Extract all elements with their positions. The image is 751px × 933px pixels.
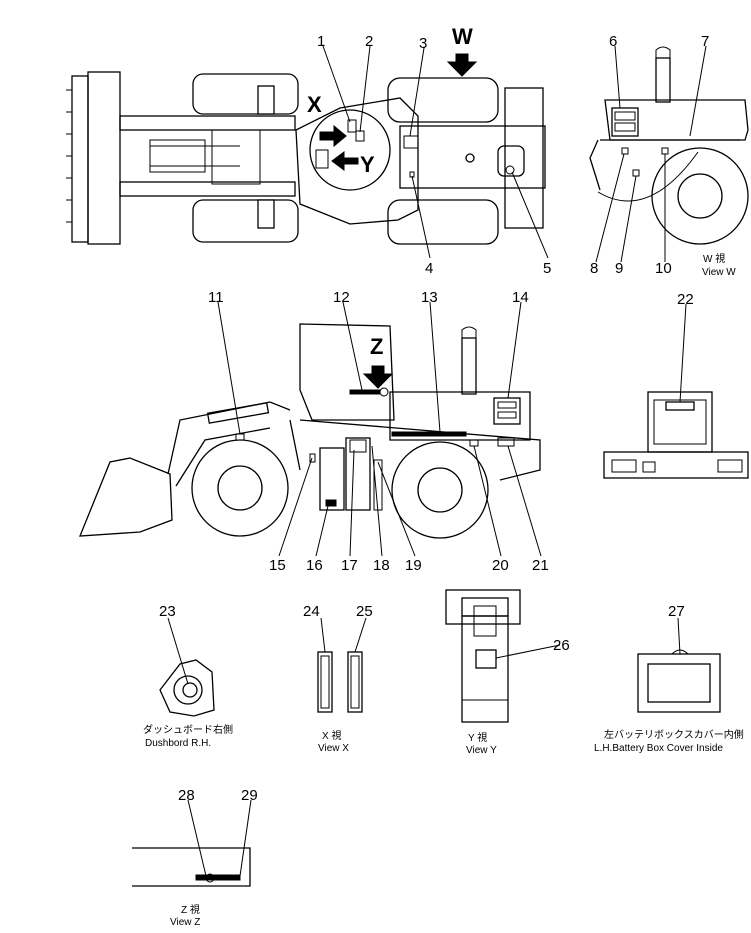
callout-13: 13 xyxy=(421,289,438,306)
caption-view-w-en: View W xyxy=(702,267,736,278)
caption-view-x-jp: X 視 xyxy=(322,729,341,742)
callout-10: 10 xyxy=(655,260,672,277)
callout-16: 16 xyxy=(306,557,323,574)
view-letter-z: Z xyxy=(370,334,383,359)
callout-1: 1 xyxy=(317,33,325,50)
dashboard-detail-drawing xyxy=(159,659,215,717)
callout-14: 14 xyxy=(512,289,529,306)
callout-6: 6 xyxy=(609,33,617,50)
caption-battery-jp: 左バッテリボックスカバー内側 xyxy=(604,728,744,741)
callout-28: 28 xyxy=(178,787,195,804)
captions: W 視 View W ダッシュボード右側 Dushbord R.H. X 視 V… xyxy=(143,252,744,928)
callout-21: 21 xyxy=(532,557,549,574)
caption-view-z-jp: Z 視 xyxy=(181,903,200,916)
view-y-drawing xyxy=(445,589,521,723)
callout-2: 2 xyxy=(365,33,373,50)
callout-25: 25 xyxy=(356,603,373,620)
callout-24: 24 xyxy=(303,603,320,620)
callout-7: 7 xyxy=(701,33,709,50)
caption-view-z-en: View Z xyxy=(170,917,200,928)
callout-8: 8 xyxy=(590,260,598,277)
callout-29: 29 xyxy=(241,787,258,804)
top-view-drawing xyxy=(66,53,546,245)
callout-3: 3 xyxy=(419,35,427,52)
callout-numbers: 1 2 3 4 5 6 7 8 9 10 11 12 13 14 22 15 1… xyxy=(159,33,709,804)
callout-5: 5 xyxy=(543,260,551,277)
side-view-drawing xyxy=(79,323,541,539)
callout-12: 12 xyxy=(333,289,350,306)
caption-view-y-en: View Y xyxy=(466,745,497,756)
callout-17: 17 xyxy=(341,557,358,574)
callout-22: 22 xyxy=(677,291,694,308)
view-z-drawing xyxy=(132,847,251,887)
view-w-drawing xyxy=(589,46,749,245)
callout-15: 15 xyxy=(269,557,286,574)
caption-view-y-jp: Y 視 xyxy=(468,731,487,744)
callout-23: 23 xyxy=(159,603,176,620)
callout-11: 11 xyxy=(208,289,224,306)
callout-26: 26 xyxy=(553,637,570,654)
callout-9: 9 xyxy=(615,260,623,277)
view-letter-y: Y xyxy=(360,152,375,177)
view-letters: W X Y Z xyxy=(307,24,473,359)
caption-dashboard-jp: ダッシュボード右側 xyxy=(143,723,233,736)
view-letter-w: W xyxy=(452,24,473,49)
callout-18: 18 xyxy=(373,557,390,574)
caption-battery-en: L.H.Battery Box Cover Inside xyxy=(594,743,723,754)
leader-lines xyxy=(167,45,707,877)
view-letter-x: X xyxy=(307,92,322,117)
callout-19: 19 xyxy=(405,557,422,574)
detail-22-drawing xyxy=(603,391,749,479)
callout-27: 27 xyxy=(668,603,685,620)
callout-4: 4 xyxy=(425,260,433,277)
callout-20: 20 xyxy=(492,557,509,574)
caption-dashboard-en: Dushbord R.H. xyxy=(145,738,211,749)
caption-view-w-jp: W 視 xyxy=(703,252,725,265)
battery-cover-drawing xyxy=(637,649,721,713)
view-x-drawing xyxy=(317,651,363,713)
caption-view-x-en: View X xyxy=(318,743,349,754)
